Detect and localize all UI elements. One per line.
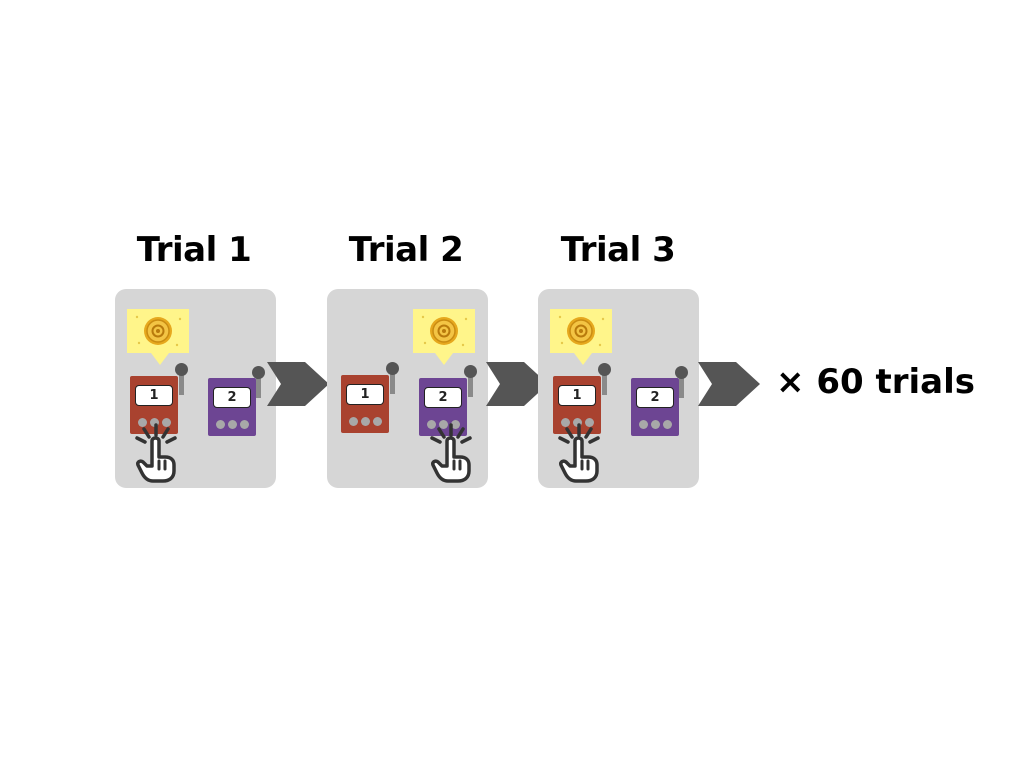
machine-label: 1 [558, 385, 596, 406]
slot-machine-1[interactable]: 1 [553, 376, 601, 434]
tapping-hand-icon [558, 423, 600, 483]
repeat-count-label: × 60 trials [776, 362, 975, 402]
machine-label: 2 [213, 387, 251, 408]
gold-coin-icon [430, 317, 458, 345]
trial-2-title: Trial 2 [348, 230, 464, 270]
slot-machine-1[interactable]: 1 [341, 375, 389, 433]
tapping-hand-icon [135, 423, 177, 483]
slot-machine-2[interactable]: 2 [208, 378, 256, 436]
machine-label: 2 [424, 387, 462, 408]
chevron-arrow-icon [267, 362, 329, 406]
trial-1-title: Trial 1 [136, 230, 252, 270]
chevron-arrow-icon [698, 362, 760, 406]
reward-bubble [413, 309, 475, 365]
slot-machine-2[interactable]: 2 [631, 378, 679, 436]
tapping-hand-icon [430, 423, 472, 483]
gold-coin-icon [567, 317, 595, 345]
trial-1-panel: 1 2 [115, 289, 276, 488]
trial-2-panel: 1 2 [327, 289, 488, 488]
reward-bubble [550, 309, 612, 365]
chevron-arrow-icon [486, 362, 548, 406]
reward-bubble [127, 309, 189, 365]
machine-label: 1 [135, 385, 173, 406]
machine-label: 1 [346, 384, 384, 405]
machine-label: 2 [636, 387, 674, 408]
trial-3-title: Trial 3 [560, 230, 676, 270]
trial-3-panel: 1 2 [538, 289, 699, 488]
slot-machine-1[interactable]: 1 [130, 376, 178, 434]
gold-coin-icon [144, 317, 172, 345]
slot-machine-2[interactable]: 2 [419, 378, 467, 436]
